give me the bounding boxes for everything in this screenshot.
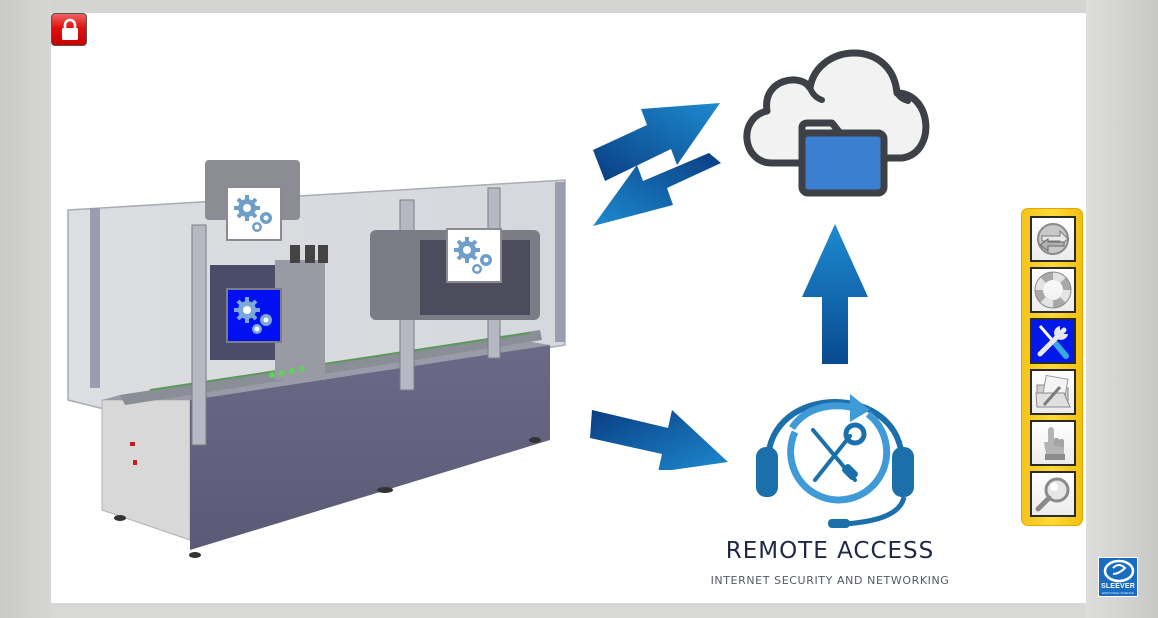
cloud-folder-icon [743,49,930,197]
gear-button-right[interactable] [446,228,502,283]
toolbar-help-button[interactable] [1030,267,1076,313]
bidirectional-arrows-icon [593,103,721,226]
arrow-up-icon [802,224,868,364]
frame-left [0,0,51,618]
remote-access-title: REMOTE ACCESS [725,538,935,564]
lock-icon [62,18,78,40]
folder-edit-icon [1035,374,1071,408]
toolbar-documents-button[interactable] [1030,369,1076,415]
toolbar-maintenance-button[interactable] [1030,318,1076,364]
toolbar-search-button[interactable] [1030,471,1076,517]
lock-button[interactable] [51,13,87,46]
globe-logo-icon [1103,559,1135,583]
sleever-logo: SLEEVER EMOTIONAL SCIENCE [1098,557,1138,597]
headset-tools-icon [756,394,914,528]
hand-pointer-icon [1044,427,1065,460]
gear-button-active[interactable] [226,288,282,343]
logo-tagline: EMOTIONAL SCIENCE [1102,591,1134,595]
magnifier-icon [1035,477,1070,512]
lifebuoy-icon [1034,271,1072,309]
gears-icon [234,296,272,334]
machine-illustration [67,160,566,558]
tools-icon [1037,325,1069,359]
gear-button-top[interactable] [226,186,282,241]
remote-access-subtitle: INTERNET SECURITY AND NETWORKING [710,574,950,587]
side-toolbar [1021,208,1083,526]
gears-icon [454,236,492,274]
frame-right [1086,0,1158,618]
gears-icon [234,194,272,232]
sync-icon [1037,223,1069,255]
toolbar-manual-button[interactable] [1030,420,1076,466]
arrow-right-icon [590,410,728,470]
toolbar-sync-button[interactable] [1030,216,1076,262]
logo-name: SLEEVER [1100,583,1136,590]
